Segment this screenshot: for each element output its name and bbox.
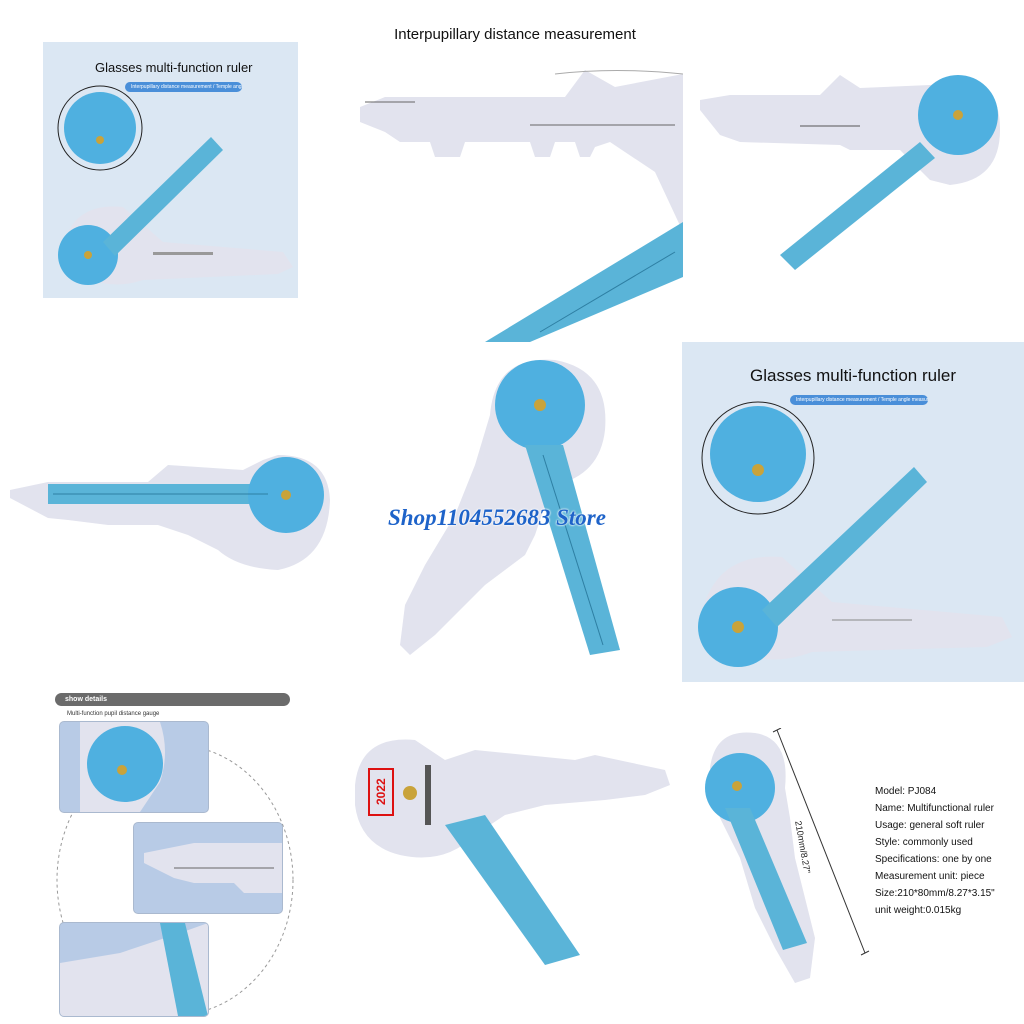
product-title-large: Glasses multi-function ruler (750, 366, 956, 385)
product-image-2[interactable] (355, 62, 683, 342)
product-image-8[interactable] (355, 735, 675, 965)
inset-illustration-3 (60, 923, 208, 1016)
inset-illustration-1 (80, 722, 165, 812)
ruler-illustration-5 (400, 359, 620, 655)
spec-specifications: Specifications: one by one (875, 854, 992, 865)
spec-model: Model: PJ084 (875, 786, 937, 797)
ruler-illustration-8 (355, 739, 670, 965)
ruler-illustration-3 (700, 75, 1000, 270)
detail-inset-scale[interactable] (134, 823, 282, 913)
year-stamp: 2022 (368, 768, 394, 816)
product-image-6[interactable]: Glasses multi-function ruler Interpupill… (682, 342, 1024, 682)
spec-size: Size:210*80mm/8.27*3.15" (875, 888, 995, 899)
spec-usage: Usage: general soft ruler (875, 820, 985, 831)
ruler-illustration-4 (10, 455, 330, 570)
detail-inset-dial[interactable] (60, 722, 208, 812)
feature-pill: Interpupillary distance measurement / Te… (125, 82, 242, 92)
spec-weight: unit weight:0.015kg (875, 905, 962, 916)
ruler-illustration-1 (57, 85, 293, 285)
spec-measurement-unit: Measurement unit: piece (875, 871, 985, 882)
ruler-illustration-2 (360, 70, 683, 342)
detail-inset-ruler[interactable] (60, 923, 208, 1016)
show-details-bar: show details (55, 693, 290, 706)
store-watermark: Shop1104552683 Store (388, 505, 606, 530)
ruler-illustration-6 (698, 401, 1012, 667)
product-image-1[interactable]: Glasses multi-function ruler Interpupill… (43, 42, 298, 298)
feature-pill-large: Interpupillary distance measurement / Te… (790, 395, 928, 405)
product-title: Glasses multi-function ruler (95, 60, 253, 75)
details-subtitle: Multi-function pupil distance gauge (67, 711, 160, 717)
ruler-illustration-9 (705, 728, 870, 983)
spec-style: Style: commonly used (875, 837, 973, 848)
inset-illustration-2 (144, 843, 282, 893)
spec-list: Model: PJ084 Name: Multifunctional ruler… (875, 783, 995, 919)
spec-name: Name: Multifunctional ruler (875, 803, 994, 814)
product-image-9[interactable] (695, 728, 870, 988)
product-image-3[interactable] (700, 70, 1024, 270)
show-details-label: show details (65, 696, 108, 703)
product-image-5[interactable] (395, 355, 625, 670)
top-caption: Interpupillary distance measurement (394, 26, 636, 43)
product-image-4[interactable] (8, 440, 333, 575)
